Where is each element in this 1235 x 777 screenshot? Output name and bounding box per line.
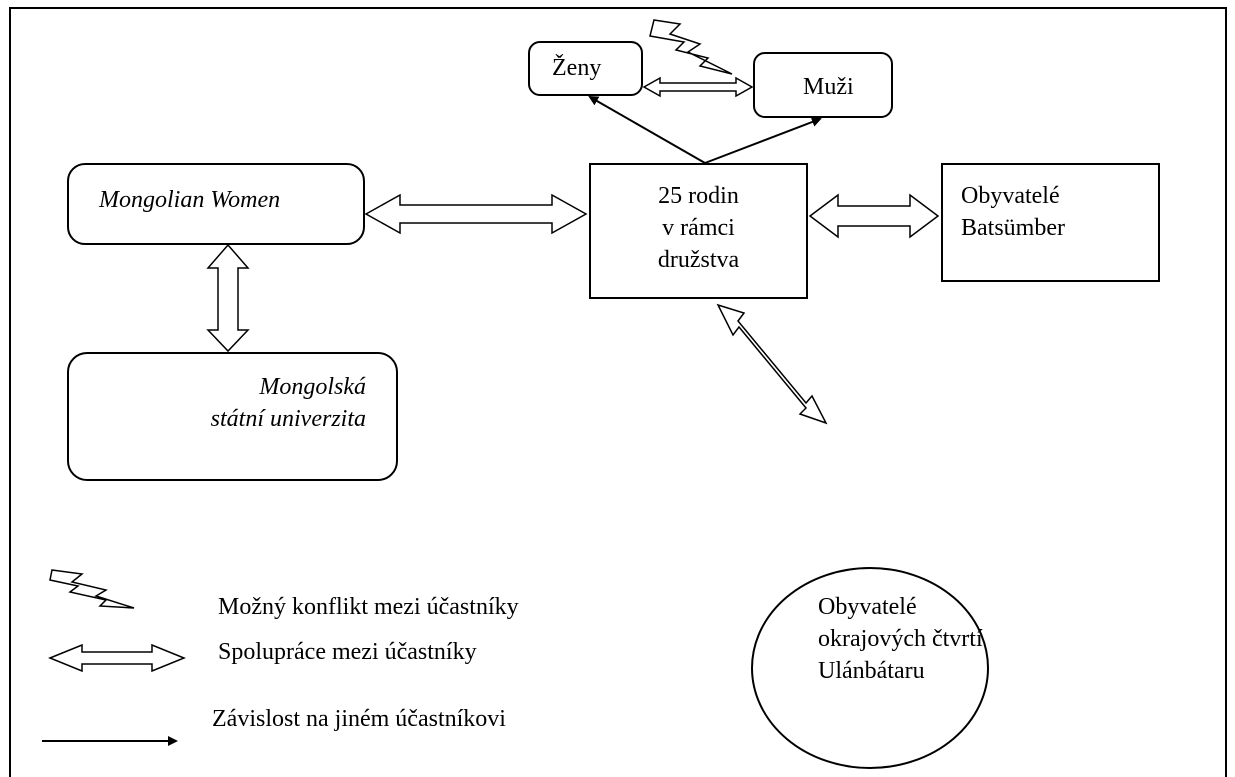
- node-university-line2: státní univerzita: [210, 406, 366, 432]
- node-families-line2: v rámci: [662, 215, 735, 241]
- legend-dependency-label: Závislost na jiném účastníkovi: [212, 706, 506, 732]
- conflict-lightning-zeny-muzi: [649, 19, 733, 75]
- node-zeny-label: Ženy: [552, 55, 602, 81]
- node-muzi: Muži: [753, 52, 893, 118]
- diagram-frame: [9, 7, 1227, 777]
- dependency-arrow-muzi: [704, 117, 822, 164]
- cooperation-arrow-families-batsumber: [808, 193, 940, 239]
- node-mongolian-women-label: Mongolian Women: [99, 187, 281, 213]
- node-university: Mongolská státní univerzita: [67, 352, 398, 481]
- node-ulaanbaatar-line2: okrajových čtvrtí: [818, 626, 983, 652]
- node-batsumber-line2: Batsümber: [961, 215, 1065, 241]
- legend-double-arrow-icon: [48, 643, 186, 673]
- dependency-arrow-zeny: [588, 96, 706, 164]
- cooperation-arrow-women-university: [206, 243, 250, 353]
- node-batsumber: Obyvatelé Batsümber: [941, 163, 1160, 282]
- cooperation-arrow-zeny-muzi: [642, 76, 754, 98]
- node-families-line3: družstva: [657, 247, 740, 273]
- node-families: 25 rodin v rámci družstva: [589, 163, 808, 299]
- node-ulaanbaatar-line3: Ulánbátaru: [818, 658, 925, 684]
- node-muzi-label: Muži: [803, 74, 854, 100]
- node-mongolian-women: Mongolian Women: [67, 163, 365, 245]
- node-university-line1: Mongolská: [259, 374, 366, 400]
- legend-conflict-label: Možný konflikt mezi účastníky: [218, 594, 519, 620]
- cooperation-arrow-families-ulaanbaatar: [716, 303, 828, 425]
- cooperation-arrow-women-families: [364, 193, 588, 235]
- legend-cooperation-label: Spolupráce mezi účastníky: [218, 639, 477, 665]
- node-families-line1: 25 rodin: [658, 183, 739, 209]
- node-batsumber-line1: Obyvatelé: [961, 183, 1060, 209]
- node-zeny: Ženy: [528, 41, 643, 96]
- ulaanbaatar-ellipse: [751, 567, 989, 769]
- legend-lightning-icon: [49, 569, 135, 609]
- node-ulaanbaatar-line1: Obyvatelé: [818, 594, 917, 620]
